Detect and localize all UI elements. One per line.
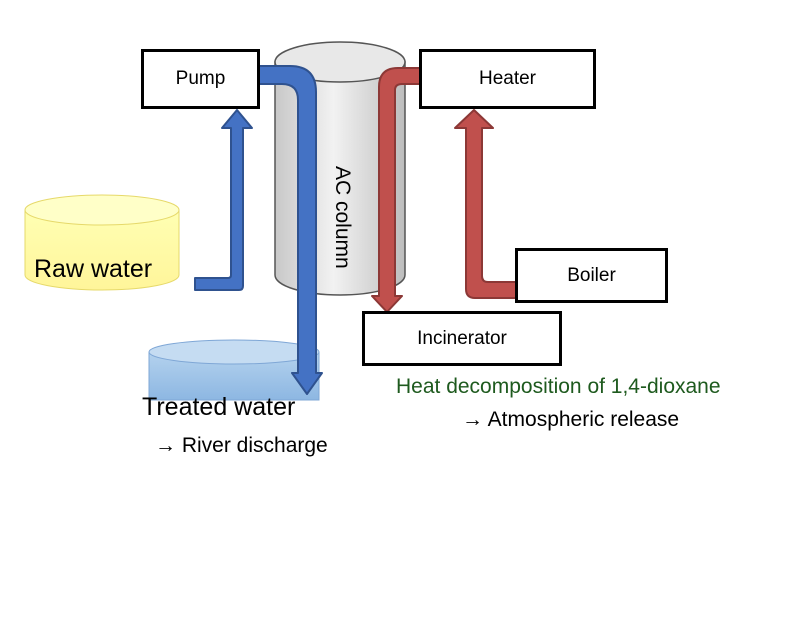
heat-decomposition-label: Heat decomposition of 1,4-dioxane bbox=[396, 375, 721, 398]
heater-label: Heater bbox=[478, 68, 537, 89]
boiler-box: Boiler bbox=[515, 248, 668, 303]
raw-to-pump-arrow bbox=[194, 109, 253, 291]
atmospheric-release-label: → Atmospheric release bbox=[462, 408, 680, 431]
treated-water-tank bbox=[148, 339, 320, 401]
ac-column-label: AC column bbox=[331, 166, 354, 269]
incinerator-box: Incinerator bbox=[362, 311, 562, 366]
raw-water-tank bbox=[24, 194, 180, 291]
heater-box: Heater bbox=[419, 49, 596, 109]
pump-box: Pump bbox=[141, 49, 260, 109]
heater-to-incinerator-arrow bbox=[371, 67, 423, 313]
pump-to-treated-arrow bbox=[257, 65, 323, 395]
incinerator-label: Incinerator bbox=[417, 327, 507, 349]
boiler-label: Boiler bbox=[567, 264, 616, 286]
raw-water-label: Raw water bbox=[34, 255, 153, 283]
boiler-to-heater-arrow bbox=[454, 109, 518, 299]
river-discharge-label: → River discharge bbox=[155, 434, 328, 457]
treated-water-label: Treated water bbox=[142, 393, 296, 421]
pump-label: Pump bbox=[175, 68, 226, 89]
